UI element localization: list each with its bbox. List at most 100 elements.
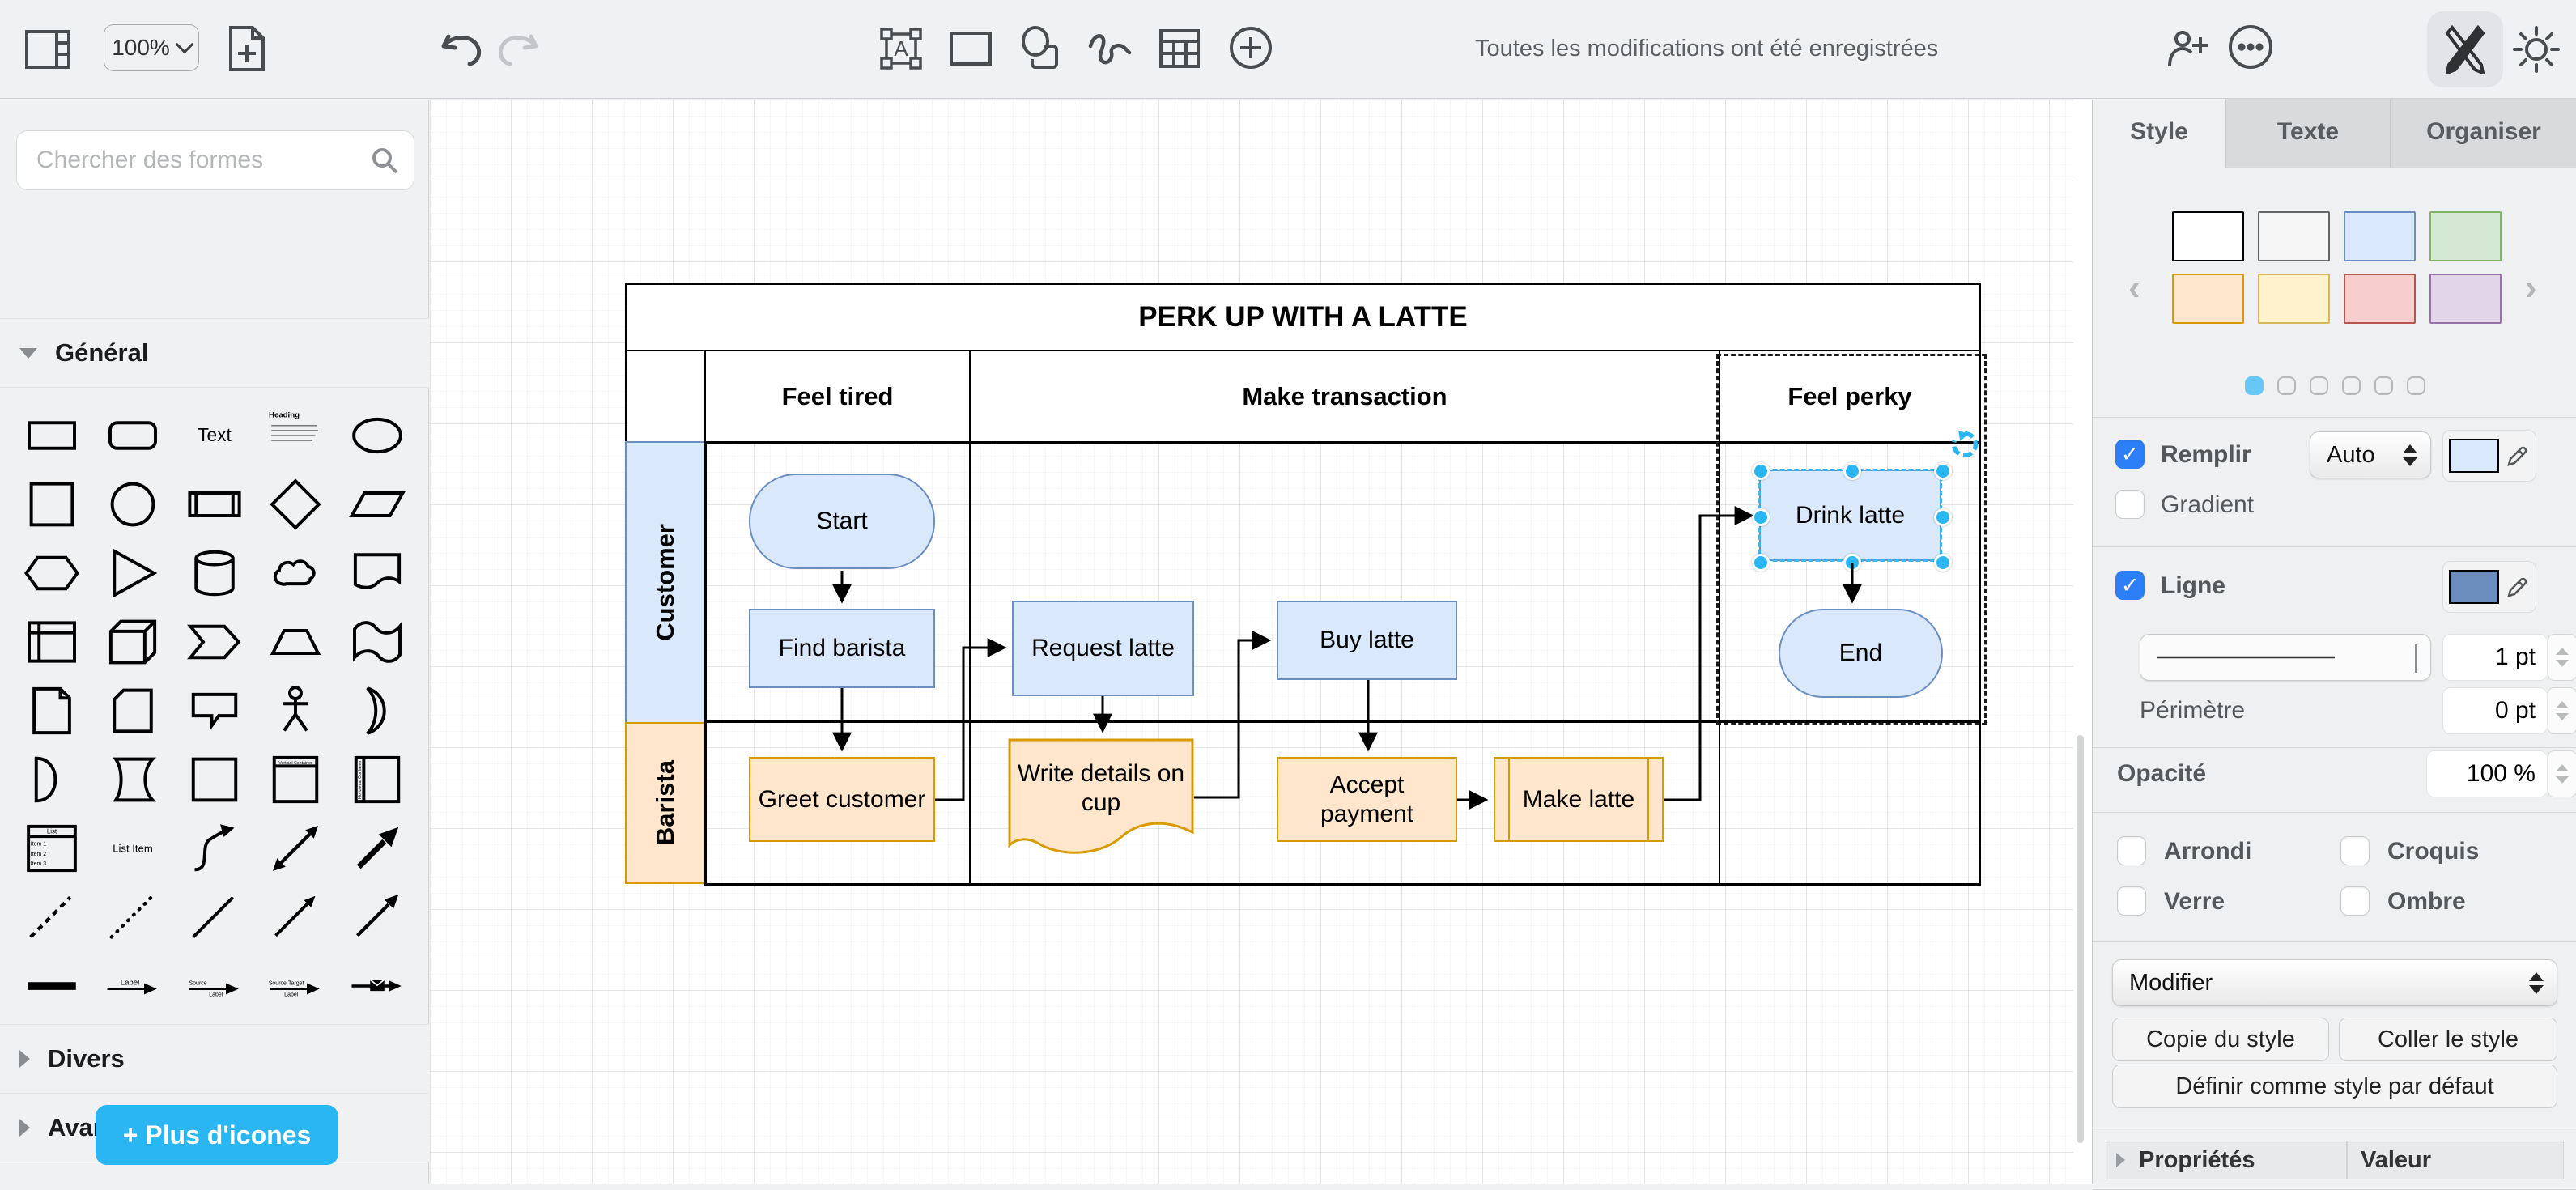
selection-handle[interactable] bbox=[1934, 554, 1952, 572]
text-tool-icon[interactable]: A bbox=[876, 24, 926, 73]
search-input[interactable] bbox=[36, 147, 370, 174]
shape-cube[interactable] bbox=[92, 607, 173, 676]
shape-diamond[interactable] bbox=[255, 470, 336, 538]
shape-internal-storage[interactable] bbox=[11, 607, 92, 676]
toggle-panels-icon[interactable] bbox=[19, 26, 76, 73]
shape-search[interactable] bbox=[16, 130, 414, 190]
line-width-stepper[interactable] bbox=[2548, 634, 2576, 681]
rounded-checkbox[interactable] bbox=[2117, 836, 2146, 865]
shadow-checkbox[interactable] bbox=[2340, 886, 2370, 916]
opacity-value[interactable]: 100 % bbox=[2426, 750, 2548, 797]
node-write-details[interactable]: Write details on cup bbox=[1008, 738, 1194, 860]
paste-style-button[interactable]: Coller le style bbox=[2339, 1018, 2557, 1061]
shape-dashed-line[interactable] bbox=[11, 882, 92, 951]
node-find-barista[interactable]: Find barista bbox=[749, 609, 935, 688]
line-width-value[interactable]: 1 pt bbox=[2442, 634, 2548, 681]
selection-handle[interactable] bbox=[1752, 508, 1770, 526]
shape-bidirectional-arrow[interactable] bbox=[255, 814, 336, 882]
shape-parallelogram[interactable] bbox=[337, 470, 418, 538]
gradient-checkbox[interactable] bbox=[2115, 490, 2145, 519]
shape-thin-arrow[interactable] bbox=[337, 882, 418, 951]
shape-triangle[interactable] bbox=[92, 538, 173, 607]
set-default-style-button[interactable]: Définir comme style par défaut bbox=[2112, 1065, 2557, 1108]
table-tool-icon[interactable] bbox=[1154, 24, 1205, 73]
style-swatch-1[interactable] bbox=[2258, 211, 2330, 261]
share-icon[interactable] bbox=[2163, 23, 2215, 74]
shape-list-item[interactable]: List Item bbox=[92, 814, 173, 882]
add-page-icon[interactable] bbox=[220, 23, 274, 74]
shape-container[interactable] bbox=[174, 745, 255, 814]
lane-customer[interactable]: Customer bbox=[625, 441, 706, 724]
swatch-page-dot-1[interactable] bbox=[2276, 376, 2296, 395]
shape-process[interactable] bbox=[174, 470, 255, 538]
shape-cylinder[interactable] bbox=[174, 538, 255, 607]
shape-rectangle[interactable] bbox=[11, 401, 92, 470]
rectangle-tool-icon[interactable] bbox=[946, 24, 996, 73]
fill-color-button[interactable] bbox=[2442, 430, 2536, 482]
sidebar-section-general[interactable]: Général bbox=[0, 318, 429, 388]
shape-line[interactable] bbox=[174, 882, 255, 951]
tab-style[interactable]: Style bbox=[2093, 96, 2225, 168]
theme-icon[interactable] bbox=[2508, 21, 2565, 78]
shape-link[interactable] bbox=[11, 951, 92, 1020]
pool-title[interactable]: PERK UP WITH A LATTE bbox=[625, 283, 1981, 351]
shape-trapezoid[interactable] bbox=[255, 607, 336, 676]
node-accept-payment[interactable]: Accept payment bbox=[1277, 757, 1457, 842]
shapes-tool-icon[interactable] bbox=[1015, 23, 1065, 73]
selection-handle[interactable] bbox=[1934, 462, 1952, 480]
shape-horizontal-container[interactable]: Horizontal Container bbox=[337, 745, 418, 814]
node-make-latte[interactable]: Make latte bbox=[1494, 757, 1664, 842]
style-swatch-3[interactable] bbox=[2429, 211, 2502, 261]
shape-textbox[interactable]: Heading bbox=[255, 401, 336, 470]
line-style-select[interactable] bbox=[2140, 634, 2431, 681]
tab-organiser[interactable]: Organiser bbox=[2390, 96, 2576, 168]
node-start[interactable]: Start bbox=[749, 474, 935, 569]
phase-feel-tired[interactable]: Feel tired bbox=[704, 350, 971, 443]
rotate-handle[interactable] bbox=[1949, 429, 1980, 467]
swatch-page-dot-3[interactable] bbox=[2341, 376, 2361, 395]
more-shapes-button[interactable]: + Plus d'icones bbox=[96, 1105, 338, 1165]
node-buy-latte[interactable]: Buy latte bbox=[1277, 601, 1457, 680]
shape-note[interactable] bbox=[11, 676, 92, 745]
shape-tape[interactable] bbox=[337, 607, 418, 676]
swatch-page-dot-0[interactable] bbox=[2244, 376, 2264, 395]
lane-barista[interactable]: Barista bbox=[625, 722, 706, 884]
redo-button[interactable] bbox=[494, 26, 542, 71]
shape-dotted-line[interactable] bbox=[92, 882, 173, 951]
sketch-checkbox[interactable] bbox=[2340, 836, 2370, 865]
shape-actor[interactable] bbox=[255, 676, 336, 745]
shape-envelope-arrow[interactable] bbox=[337, 951, 418, 1020]
shape-data-storage[interactable] bbox=[92, 745, 173, 814]
sketch-mode-toggle[interactable] bbox=[2427, 11, 2503, 87]
tab-texte[interactable]: Texte bbox=[2225, 96, 2390, 168]
swatch-prev-icon[interactable]: ‹ bbox=[2128, 268, 2140, 308]
node-end[interactable]: End bbox=[1779, 609, 1943, 698]
shape-text[interactable]: Text bbox=[174, 401, 255, 470]
node-greet-customer[interactable]: Greet customer bbox=[749, 757, 935, 842]
selection-handle[interactable] bbox=[1843, 554, 1861, 572]
style-swatch-7[interactable] bbox=[2429, 274, 2502, 324]
phase-feel-perky[interactable]: Feel perky bbox=[1719, 350, 1981, 443]
shape-circle[interactable] bbox=[92, 470, 173, 538]
node-request-latte[interactable]: Request latte bbox=[1012, 601, 1194, 696]
selection-handle[interactable] bbox=[1752, 462, 1770, 480]
shape-or[interactable] bbox=[337, 676, 418, 745]
swatch-page-dot-2[interactable] bbox=[2309, 376, 2328, 395]
freehand-tool-icon[interactable] bbox=[1085, 24, 1135, 73]
style-swatch-0[interactable] bbox=[2172, 211, 2244, 261]
perimeter-value[interactable]: 0 pt bbox=[2442, 687, 2548, 734]
phase-make-transaction[interactable]: Make transaction bbox=[969, 350, 1720, 443]
shape-curve[interactable] bbox=[174, 814, 255, 882]
selection-handle[interactable] bbox=[1843, 462, 1861, 480]
fill-checkbox[interactable]: ✓ bbox=[2115, 440, 2145, 469]
properties-header[interactable]: Propriétés bbox=[2106, 1141, 2347, 1179]
swatch-next-icon[interactable]: › bbox=[2525, 268, 2537, 308]
fill-mode-select[interactable]: Auto bbox=[2310, 431, 2431, 478]
shape-square[interactable] bbox=[11, 470, 92, 538]
zoom-select[interactable]: 100% bbox=[104, 24, 199, 71]
shape-card[interactable] bbox=[92, 676, 173, 745]
shape-step[interactable] bbox=[174, 607, 255, 676]
shape-document[interactable] bbox=[337, 538, 418, 607]
shape-arrow-with-label[interactable]: Label bbox=[92, 951, 173, 1020]
